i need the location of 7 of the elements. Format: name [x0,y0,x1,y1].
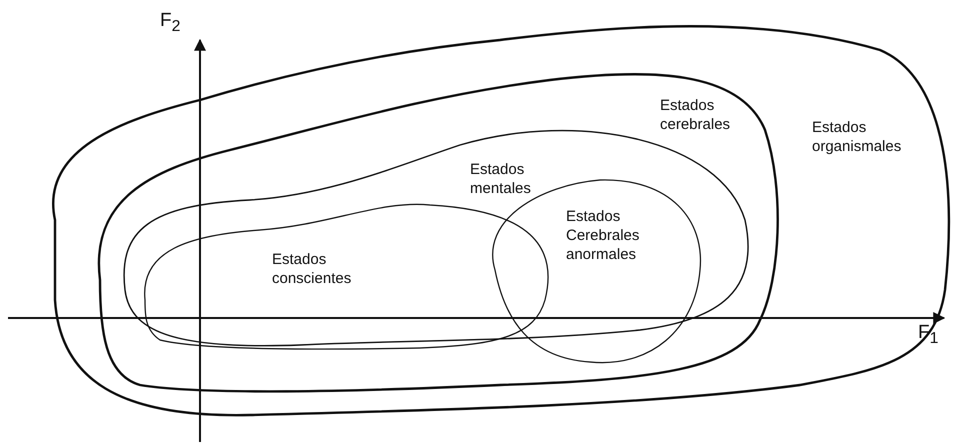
region-label: Estados mentales [470,160,532,198]
region-label: Estados conscientes [272,250,352,288]
region-label: Estados organismales [812,118,902,156]
axis-label: F$_{2}$ [160,10,180,36]
axis-label: F$_{1}$ [918,322,938,348]
region-label: Estados cerebrales [660,96,732,134]
region-label: Estados Cerebrales anormales [566,207,640,264]
